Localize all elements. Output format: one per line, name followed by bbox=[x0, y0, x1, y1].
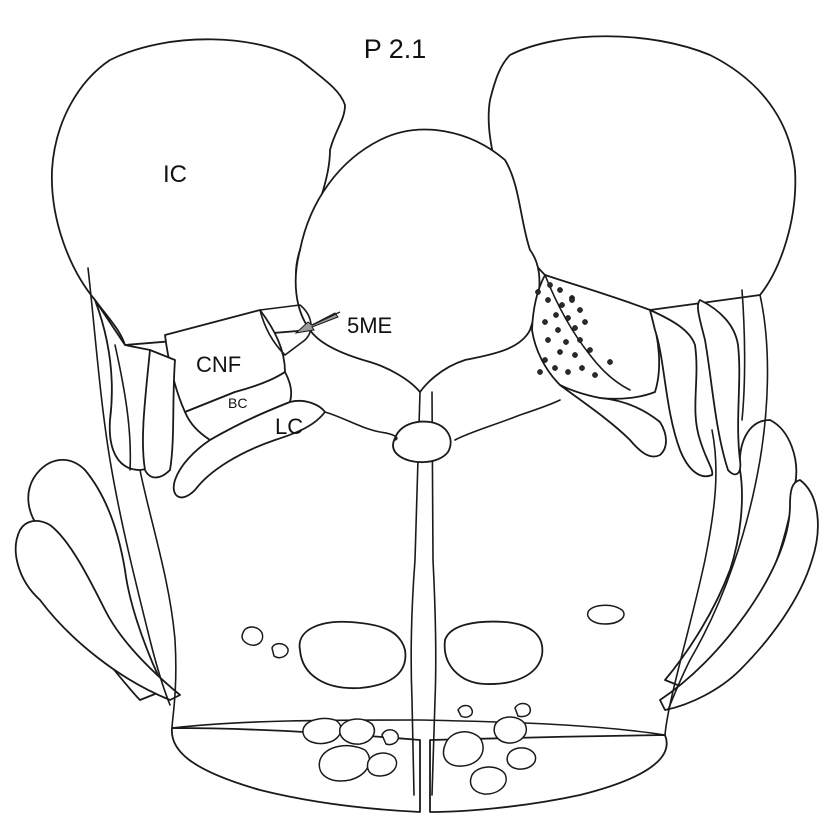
pyramidal-blob-right-1 bbox=[444, 732, 484, 766]
floor-midline-curve bbox=[325, 412, 397, 440]
small-nucleus-left-2 bbox=[272, 644, 288, 658]
ventral-body-outline bbox=[140, 430, 716, 735]
pyramidal-blob-right-4 bbox=[507, 748, 535, 769]
labeled-neuron-dot bbox=[592, 372, 597, 377]
labeled-neuron-dot bbox=[582, 319, 587, 324]
pyramidal-blob-left-1 bbox=[303, 718, 341, 743]
labeled-neuron-dot bbox=[547, 282, 552, 287]
labeled-neuron-dot bbox=[555, 327, 560, 332]
labeled-neuron-dot bbox=[552, 365, 557, 370]
labeled-neuron-dot bbox=[545, 337, 550, 342]
label-ic: IC bbox=[163, 161, 187, 188]
labeled-neuron-dot bbox=[542, 357, 547, 362]
section-title: P 2.1 bbox=[364, 34, 427, 64]
labeled-neuron-dot bbox=[563, 339, 568, 344]
pyramidal-blob-left-3 bbox=[340, 719, 375, 744]
central-tectum bbox=[296, 130, 540, 392]
floor-midline-curve-right bbox=[455, 400, 560, 440]
label-lc: LC bbox=[275, 414, 303, 439]
labeled-neuron-dot bbox=[577, 337, 582, 342]
labeled-neuron-dot bbox=[607, 359, 612, 364]
labeled-neuron-dot bbox=[565, 315, 570, 320]
label-bc: BC bbox=[228, 395, 247, 411]
labeled-neuron-dot bbox=[535, 289, 540, 294]
labeled-neuron-dot bbox=[579, 365, 584, 370]
labeled-neuron-dot bbox=[557, 349, 562, 354]
right-lateral-outer-band bbox=[698, 300, 740, 474]
label-cnf: CNF bbox=[196, 352, 241, 377]
labeled-neuron-dot bbox=[542, 319, 547, 324]
label-5me: 5ME bbox=[347, 313, 392, 338]
labeled-neuron-dot bbox=[537, 369, 542, 374]
labeled-neuron-dot bbox=[553, 312, 558, 317]
small-nucleus-right bbox=[588, 605, 624, 624]
labeled-neuron-dot bbox=[565, 369, 570, 374]
aqueduct bbox=[393, 422, 451, 463]
small-nucleus-left-1 bbox=[242, 627, 263, 645]
labeled-neuron-dot bbox=[577, 307, 582, 312]
labeled-neuron-dot bbox=[572, 352, 577, 357]
pyramidal-blob-left-4 bbox=[368, 753, 397, 776]
labeled-neuron-dot bbox=[559, 302, 564, 307]
labeled-neuron-dot bbox=[569, 297, 574, 302]
pontine-gray-right bbox=[445, 622, 543, 684]
left-lateral-lemniscus-band bbox=[143, 350, 175, 478]
labeled-neuron-dot bbox=[545, 297, 550, 302]
right-medial-boundary bbox=[742, 290, 745, 420]
pyramidal-blob-right-3 bbox=[494, 717, 526, 743]
labeled-neuron-dot bbox=[557, 287, 562, 292]
pyramidal-blob-right-6 bbox=[458, 706, 472, 718]
pontine-gray-left bbox=[300, 622, 406, 688]
pyramidal-blob-left-5 bbox=[382, 730, 398, 745]
labeled-neuron-dot bbox=[587, 347, 592, 352]
labeled-neuron-dot bbox=[572, 325, 577, 330]
pyramidal-blob-right-2 bbox=[471, 767, 507, 794]
pyramidal-blob-right-5 bbox=[515, 704, 530, 717]
